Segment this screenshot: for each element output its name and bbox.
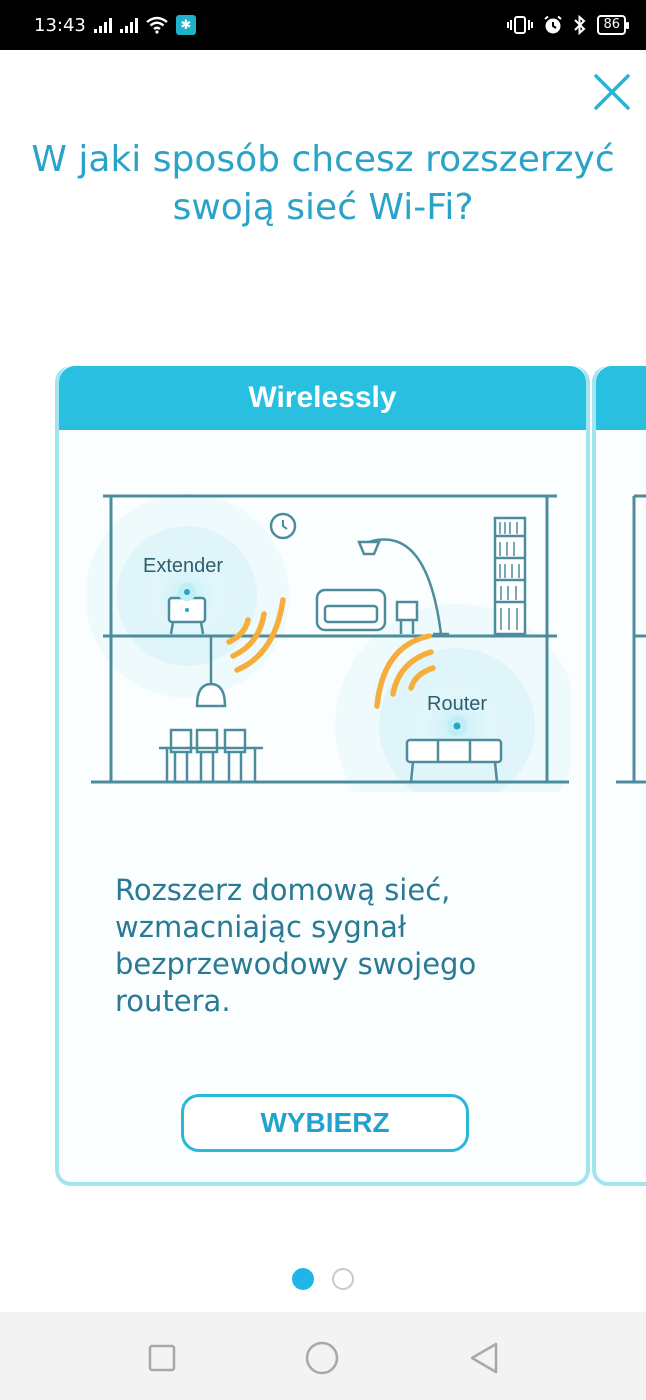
card-description: Rozszerz domową sieć, wzmacniając sygnał… (115, 873, 477, 1018)
vibrate-icon (507, 16, 534, 34)
page-dot-1[interactable] (292, 1268, 314, 1290)
back-icon[interactable] (464, 1338, 504, 1378)
app-icon: ✱ (175, 15, 196, 35)
next-card-header (596, 366, 646, 430)
bluetooth-icon (574, 15, 586, 35)
extender-label: Extender (143, 555, 223, 577)
page-title-line1: W jaki sposób chcesz rozszerzyć (31, 139, 615, 180)
option-card-wirelessly[interactable]: Wirelessly (55, 366, 590, 1186)
page-title-line2: swoją sieć Wi-Fi? (172, 187, 474, 228)
home-icon[interactable] (302, 1338, 342, 1378)
status-time: 13:43 (34, 14, 86, 36)
recent-apps-icon[interactable] (142, 1338, 182, 1378)
system-nav-bar (0, 1312, 646, 1400)
page-dot-2[interactable] (332, 1268, 354, 1290)
choose-button[interactable]: WYBIERZ (181, 1094, 469, 1152)
option-card-next[interactable] (592, 366, 646, 1186)
page-indicator (0, 1268, 646, 1290)
next-card-illustration (616, 494, 646, 784)
card-header: Wirelessly (59, 366, 586, 430)
router-label: Router (427, 693, 487, 715)
wifi-icon (146, 16, 168, 34)
page-title: W jaki sposób chcesz rozszerzyć swoją si… (0, 136, 646, 232)
close-icon[interactable] (590, 70, 634, 114)
battery-icon: 86 (597, 15, 629, 35)
status-bar: 13:43 ✱ 86 (0, 0, 646, 50)
alarm-icon (544, 15, 563, 34)
house-illustration: Extender Router (87, 494, 571, 792)
signal-icon (93, 17, 112, 33)
signal-icon (119, 17, 138, 33)
